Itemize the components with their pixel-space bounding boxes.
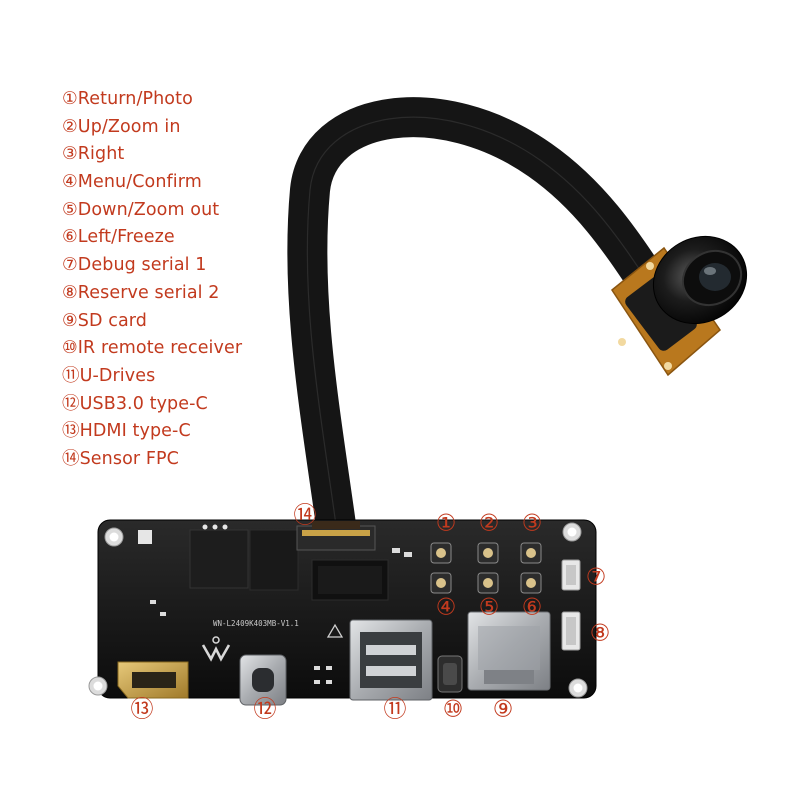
esd-warning-icon (326, 623, 344, 638)
legend-item: ⑬HDMI type-C (62, 421, 191, 442)
callout-4: ④ (435, 594, 457, 621)
feature-legend: ①Return/Photo ②Up/Zoom in ③Right ④Menu/C… (62, 86, 242, 474)
callout-10: ⑩ (442, 696, 464, 723)
camera-module (610, 235, 748, 377)
led-pad (138, 530, 152, 544)
button-grid (430, 542, 542, 594)
board-logo (201, 636, 231, 662)
callout-1: ① (435, 510, 457, 537)
callout-9: ⑨ (492, 696, 514, 723)
callout-2: ② (478, 510, 500, 537)
button-up-zoom-in[interactable] (477, 542, 499, 564)
legend-item: ④Menu/Confirm (62, 172, 202, 193)
legend-item: ⑨SD card (62, 310, 147, 331)
callout-14: ⑭ (293, 502, 317, 529)
button-right[interactable] (520, 542, 542, 564)
mounting-holes (88, 522, 588, 698)
callout-6: ⑥ (521, 594, 543, 621)
legend-item: ①Return/Photo (62, 89, 193, 109)
smd-components (150, 548, 412, 684)
legend-item: ⑩IR remote receiver (62, 338, 243, 359)
button-return-photo[interactable] (430, 542, 452, 564)
soc-chip (189, 529, 249, 589)
legend-item: ⑤Down/Zoom out (62, 199, 220, 220)
button-down-zoom-out[interactable] (477, 572, 499, 594)
memory-chip (249, 529, 299, 591)
legend-item: ⑧Reserve serial 2 (62, 282, 220, 303)
legend-item: ⑥Left/Freeze (62, 227, 175, 248)
legend-item: ②Up/Zoom in (62, 116, 181, 137)
callout-12: ⑫ (253, 696, 277, 723)
callout-8: ⑧ (589, 620, 611, 647)
fpc-cable-edge (306, 116, 651, 526)
lens-glass (699, 263, 731, 291)
legend-item: ③Right (62, 144, 125, 165)
callout-5: ⑤ (478, 594, 500, 621)
callout-11: ⑪ (383, 696, 407, 723)
board-silkscreen-label: WN-L2409K403MB-V1.1 (213, 619, 299, 628)
callout-3: ③ (521, 510, 543, 537)
callout-7: ⑦ (585, 564, 607, 591)
button-left-freeze[interactable] (520, 572, 542, 594)
callout-13: ⑬ (130, 696, 154, 723)
legend-item: ⑫USB3.0 type-C (62, 393, 208, 414)
sensor-fpc-connector (296, 525, 376, 551)
button-menu-confirm[interactable] (430, 572, 452, 594)
fpc-ribbon-cable (287, 97, 667, 528)
legend-item: ⑭Sensor FPC (62, 448, 179, 469)
legend-item: ⑪U-Drives (62, 365, 156, 386)
legend-item: ⑦Debug serial 1 (62, 255, 207, 276)
